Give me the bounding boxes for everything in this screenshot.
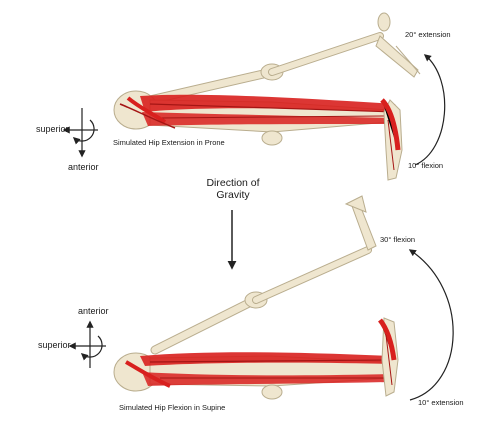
- top-rom-arrow: [414, 54, 446, 166]
- bottom-axis-cross: [68, 320, 106, 368]
- bottom-angle-high-label: 30° flexion: [380, 235, 416, 244]
- top-axis-anterior-label: anterior: [68, 162, 99, 172]
- bottom-panel-caption: Simulated Hip Flexion in Supine: [119, 403, 226, 412]
- top-panel-caption: Simulated Hip Extension in Prone: [113, 138, 225, 147]
- bottom-axis-anterior-label: anterior: [78, 306, 109, 316]
- gravity-label: Direction of Gravity: [197, 177, 269, 201]
- top-angle-low-label: 10° flexion: [408, 161, 444, 170]
- bottom-rom-arrow: [408, 249, 454, 401]
- gravity-label-line2: Gravity: [216, 188, 250, 201]
- bottom-axis-superior-label: superior: [38, 340, 71, 350]
- top-axis-cross: [62, 108, 98, 158]
- top-axis-superior-label: superior: [36, 124, 69, 134]
- bottom-angle-low-label: 10° extension: [418, 398, 464, 407]
- top-angle-high-label: 20° extension: [405, 30, 451, 39]
- top-leg-model: [113, 12, 421, 181]
- gravity-label-line1: Direction of: [206, 177, 260, 189]
- bottom-leg-model: [113, 195, 399, 400]
